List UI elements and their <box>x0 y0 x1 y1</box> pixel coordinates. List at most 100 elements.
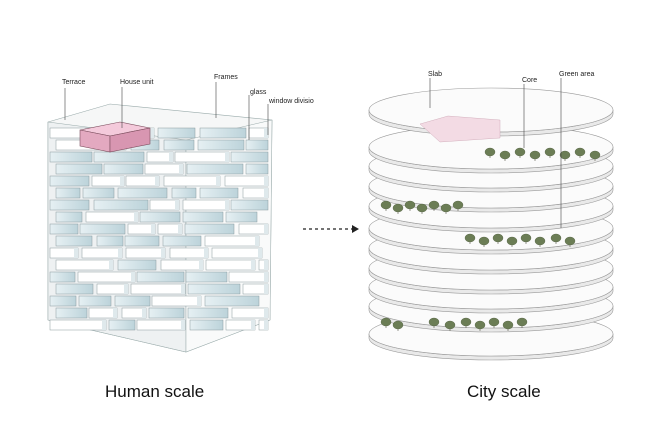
unit-module <box>49 247 79 259</box>
slab-highlight <box>419 115 501 143</box>
unit-module <box>199 187 239 199</box>
unit-module-glass-edge <box>169 152 173 162</box>
label-terrace: Terrace <box>62 79 86 86</box>
unit-module <box>228 271 269 283</box>
city-scale-tower <box>368 87 614 361</box>
unit-module <box>136 319 186 331</box>
house-unit-highlight <box>79 121 151 153</box>
unit-module-glass-edge <box>264 308 268 318</box>
tree <box>392 320 404 330</box>
unit-module <box>93 151 145 163</box>
unit-module <box>82 187 115 199</box>
unit-module <box>184 223 235 235</box>
label-core: Core <box>522 77 538 84</box>
unit-module <box>171 187 197 199</box>
unit-module <box>55 235 93 247</box>
unit-module <box>174 151 230 163</box>
tree <box>550 233 562 243</box>
label-frames: Frames <box>214 74 238 81</box>
unit-module <box>127 223 156 235</box>
tree <box>428 200 440 210</box>
label-window-divisions: window divisio <box>269 98 314 105</box>
unit-module <box>78 295 112 307</box>
unit-module <box>49 175 90 187</box>
unit-module <box>245 139 269 151</box>
unit-module <box>224 175 269 187</box>
unit-module-glass-edge <box>150 128 154 138</box>
tree <box>444 320 456 330</box>
unit-module <box>79 223 126 235</box>
caption-city-scale: City scale <box>467 382 541 401</box>
transition-arrow <box>303 225 359 233</box>
left-leader-lines <box>64 82 269 140</box>
tree <box>506 236 518 246</box>
unit-module-glass-edge <box>258 248 262 258</box>
unit-module <box>238 223 269 235</box>
unit-module <box>144 163 184 175</box>
unit-module-glass-edge <box>155 176 159 186</box>
unit-module <box>81 247 123 259</box>
tree <box>484 147 496 157</box>
unit-module <box>182 211 224 223</box>
unit-module <box>49 199 90 211</box>
unit-module <box>163 175 221 187</box>
unit-module-glass-edge <box>225 152 229 162</box>
label-glass: glass <box>250 89 267 96</box>
unit-module-glass-edge <box>264 188 268 198</box>
unit-module <box>211 247 263 259</box>
unit-module <box>204 235 260 247</box>
tree <box>499 150 511 160</box>
unit-module-glass-edge <box>102 320 106 330</box>
tree <box>514 147 526 157</box>
unit-module <box>55 307 88 319</box>
tree <box>502 320 514 330</box>
unit-module-glass-edge <box>142 308 146 318</box>
tree <box>529 150 541 160</box>
unit-module <box>49 319 107 331</box>
unit-module-glass-edge <box>264 224 268 234</box>
unit-module <box>162 235 202 247</box>
tree <box>440 203 452 213</box>
unit-module <box>114 295 151 307</box>
label-green-area: Green area <box>559 71 595 78</box>
unit-module <box>49 151 93 163</box>
unit-module <box>55 163 103 175</box>
unit-module <box>136 271 185 283</box>
unit-module <box>55 283 94 295</box>
unit-module-glass-edge <box>178 224 182 234</box>
tree <box>428 317 440 327</box>
unit-module <box>185 271 228 283</box>
unit-module-glass-edge <box>74 248 78 258</box>
unit-module <box>117 187 168 199</box>
tree <box>460 317 472 327</box>
tree <box>559 150 571 160</box>
unit-module <box>231 307 269 319</box>
unit-module <box>77 271 136 283</box>
unit-module <box>186 163 244 175</box>
tree <box>478 236 490 246</box>
unit-module-glass-edge <box>179 164 183 174</box>
tree <box>452 200 464 210</box>
unit-module-glass-edge <box>199 260 203 270</box>
unit-module-glass-edge <box>264 260 268 270</box>
unit-module <box>199 127 247 139</box>
unit-module <box>93 199 149 211</box>
tree <box>474 320 486 330</box>
unit-module <box>160 259 204 271</box>
tree <box>516 317 528 327</box>
right-leader-lines <box>429 78 562 228</box>
unit-module <box>204 295 260 307</box>
tree <box>564 236 576 246</box>
unit-module <box>88 307 118 319</box>
unit-module <box>225 211 258 223</box>
tree <box>589 150 601 160</box>
unit-module-glass-edge <box>264 272 268 282</box>
unit-module-glass-edge <box>181 320 185 330</box>
unit-module-glass-edge <box>175 200 179 210</box>
tree <box>544 147 556 157</box>
tree <box>464 233 476 243</box>
unit-module <box>149 199 180 211</box>
unit-module <box>49 223 79 235</box>
unit-module <box>124 235 160 247</box>
